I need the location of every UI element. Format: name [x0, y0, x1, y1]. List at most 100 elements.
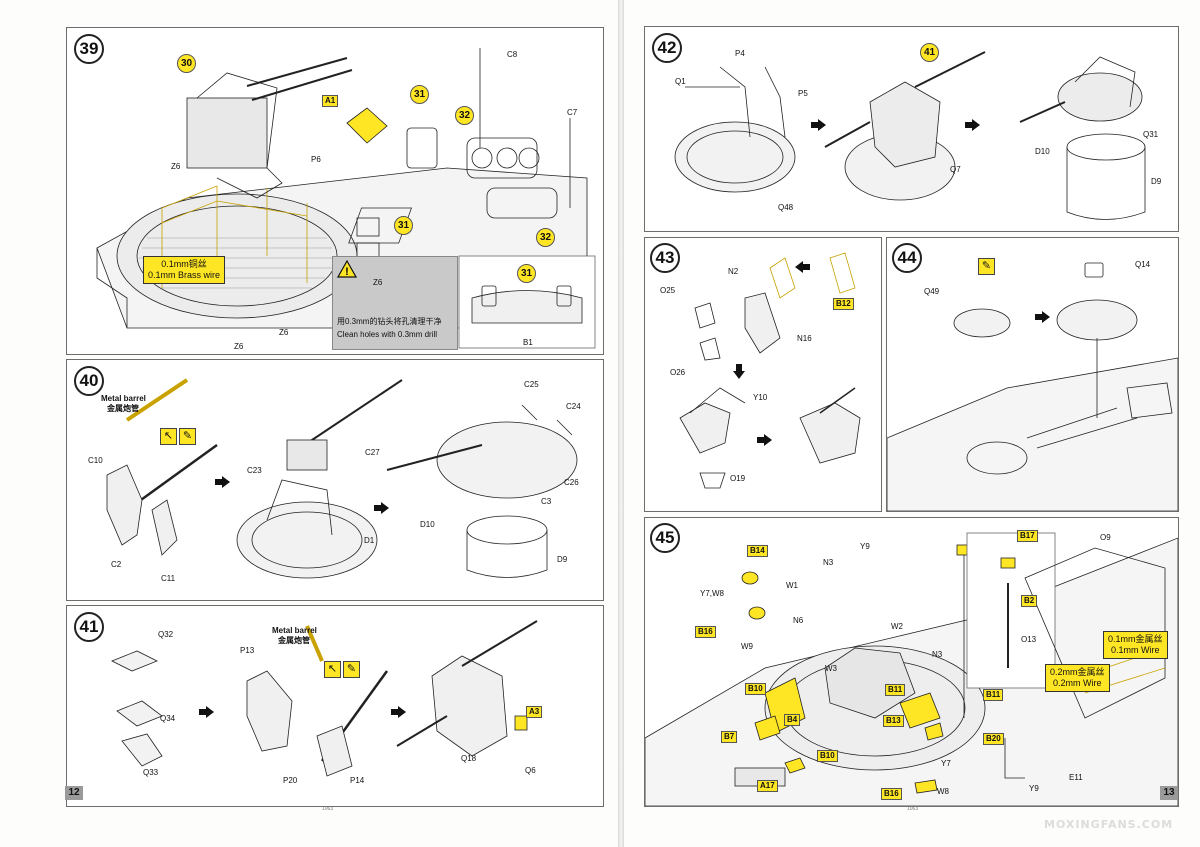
- spine-gutter: [618, 0, 624, 847]
- callout-31: 31: [517, 264, 536, 283]
- step-42-illustration: [674, 51, 1146, 220]
- part-N6: N6: [793, 616, 804, 625]
- part-D9: D9: [1151, 177, 1162, 186]
- page-number: 12: [65, 786, 83, 800]
- part-O26: O26: [670, 368, 686, 377]
- part-D10: D10: [420, 520, 435, 529]
- part-P14: P14: [350, 776, 365, 785]
- page-code: 1063: [907, 806, 919, 812]
- step-number: 40: [74, 366, 104, 396]
- watermark: MOXINGFANS.COM: [1044, 818, 1174, 831]
- svg-text:!: !: [345, 266, 349, 278]
- part-B10-label: B10: [745, 683, 766, 695]
- metal-barrel-label-cn: 金属炮管: [107, 404, 139, 413]
- wire-note-02mm: 0.2mm金属丝 0.2mm Wire: [1045, 664, 1110, 692]
- callout-31: 31: [410, 85, 429, 104]
- part-C26: C26: [564, 478, 579, 487]
- part-C3: C3: [541, 497, 552, 506]
- part-Y7-W8: Y7,W8: [700, 589, 725, 598]
- part-Z6: Z6: [171, 162, 181, 171]
- part-O25: O25: [660, 286, 676, 295]
- step-number: 44: [892, 243, 922, 273]
- part-B11-label: B11: [983, 689, 1004, 701]
- part-B14-label: B14: [747, 545, 768, 557]
- part-C11: C11: [161, 574, 176, 583]
- brass-wire-note-cn: 0.1mm铜丝: [161, 259, 207, 269]
- part-Q18: Q18: [461, 754, 477, 763]
- warning-text-cn: 用0.3mm的钻头将孔清理干净: [337, 317, 442, 326]
- part-Q34: Q34: [160, 714, 176, 723]
- step-41-panel: 41 Metal barrel 金属炮管 ↖ ✎ Q32 Q34 Q33 P13…: [66, 605, 604, 807]
- step-41-illustration: [111, 620, 538, 777]
- part-C24: C24: [566, 402, 581, 411]
- callout-30: 30: [177, 54, 196, 73]
- callout-31: 31: [394, 216, 413, 235]
- arrow-tool-icon: ↖: [160, 428, 177, 445]
- right-page: 42 41 P4 Q1 P5 Q48 Q7 Q31 D10 D9: [624, 0, 1200, 847]
- step-39-panel: 39 30 A1 31 32 31 32 31 C8 C7 Z6 P6 Z6 Z…: [66, 27, 604, 355]
- part-C27: C27: [365, 448, 380, 457]
- part-P13: P13: [240, 646, 255, 655]
- part-N3: N3: [823, 558, 834, 567]
- part-C2: C2: [111, 560, 122, 569]
- part-O13: O13: [1021, 635, 1037, 644]
- part-Q1: Q1: [675, 77, 686, 86]
- step-39-illustration: [96, 48, 596, 349]
- part-E11: E11: [1069, 773, 1083, 782]
- step-44-panel: 44 ✎ Q49 Q14: [886, 237, 1179, 512]
- part-Q6: Q6: [525, 766, 536, 775]
- part-Q33: Q33: [143, 768, 159, 777]
- part-C8: C8: [507, 50, 518, 59]
- part-W9: W9: [741, 642, 753, 651]
- part-B11-label: B11: [885, 684, 906, 696]
- arrow-tool-icon: ↖: [324, 661, 341, 678]
- wire-note-01mm-en: 0.1mm Wire: [1111, 645, 1160, 655]
- drill-warning-box: ! Z6 用0.3mm的钻头将孔清理干净 Clean holes with 0.…: [332, 256, 458, 350]
- part-Y9: Y9: [860, 542, 870, 551]
- step-43-panel: 43 N2 O25 N16 O26 Y10 O19 B12: [644, 237, 882, 512]
- wire-note-02mm-cn: 0.2mm金属丝: [1050, 667, 1105, 677]
- step-number: 42: [652, 33, 682, 63]
- glue-icon: ✎: [343, 661, 360, 678]
- part-B4-label: B4: [784, 714, 801, 726]
- part-B17-label: B17: [1017, 530, 1038, 542]
- part-D10: D10: [1035, 147, 1050, 156]
- part-C23: C23: [247, 466, 262, 475]
- step-42-panel: 42 41 P4 Q1 P5 Q48 Q7 Q31 D10 D9: [644, 26, 1179, 232]
- part-B10-label: B10: [817, 750, 838, 762]
- metal-barrel-label: Metal barrel: [101, 394, 146, 403]
- part-P6: P6: [311, 155, 321, 164]
- metal-barrel-label: Metal barrel: [272, 626, 317, 635]
- part-B16-label: B16: [881, 788, 902, 800]
- part-N16: N16: [797, 334, 812, 343]
- part-Y10: Y10: [753, 393, 768, 402]
- page-number: 13: [1160, 786, 1178, 800]
- part-W1: W1: [786, 581, 798, 590]
- part-C25: C25: [524, 380, 539, 389]
- warning-part: Z6: [373, 278, 383, 287]
- part-B12-label: B12: [833, 298, 854, 310]
- part-D1: D1: [364, 536, 375, 545]
- warning-icon: !: [337, 260, 357, 278]
- part-Q49: Q49: [924, 287, 940, 296]
- brass-wire-note-en: 0.1mm Brass wire: [148, 270, 221, 280]
- part-N2: N2: [728, 267, 739, 276]
- part-P20: P20: [283, 776, 298, 785]
- part-W2: W2: [891, 622, 903, 631]
- step-45-panel: 45 B14 B16 B10 B4 B7 B10 A17 B16 B11 B13…: [644, 517, 1179, 807]
- brass-wire-note: 0.1mm铜丝 0.1mm Brass wire: [143, 256, 226, 284]
- step-40-illustration: [106, 378, 578, 579]
- part-B2-label: B2: [1021, 595, 1038, 607]
- wire-note-02mm-en: 0.2mm Wire: [1053, 678, 1102, 688]
- glue-icon: ✎: [179, 428, 196, 445]
- callout-32: 32: [536, 228, 555, 247]
- part-B20-label: B20: [983, 733, 1004, 745]
- part-A1-label: A1: [322, 95, 339, 107]
- part-Z6: Z6: [279, 328, 289, 337]
- part-Y7: Y7: [941, 759, 951, 768]
- step-43-illustration: [679, 252, 861, 489]
- part-B13-label: B13: [883, 715, 904, 727]
- part-W8: W8: [937, 787, 949, 796]
- drill-icon: ✎: [978, 258, 995, 275]
